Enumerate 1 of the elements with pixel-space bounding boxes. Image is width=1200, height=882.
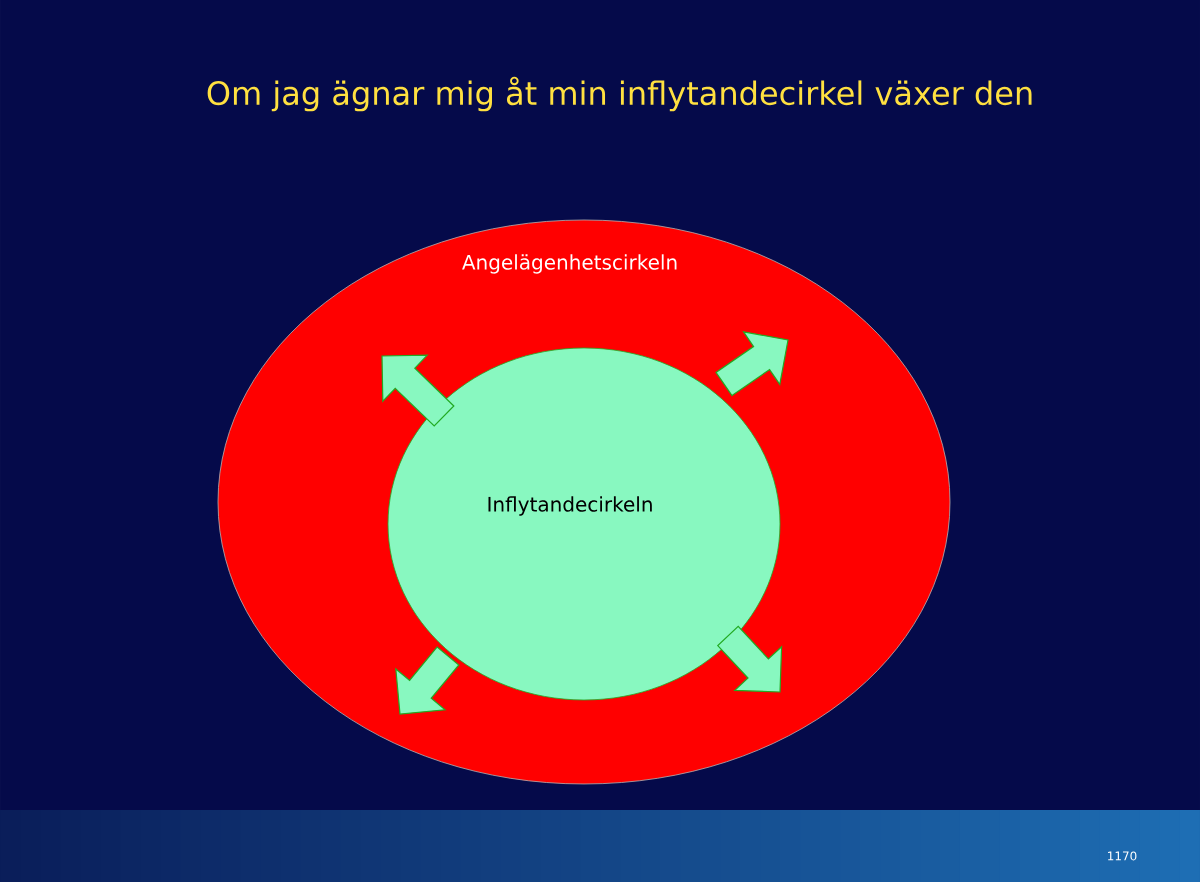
title: Om jag ägnar mig åt min inflytandecirkel växer den bbox=[207, 76, 1032, 112]
